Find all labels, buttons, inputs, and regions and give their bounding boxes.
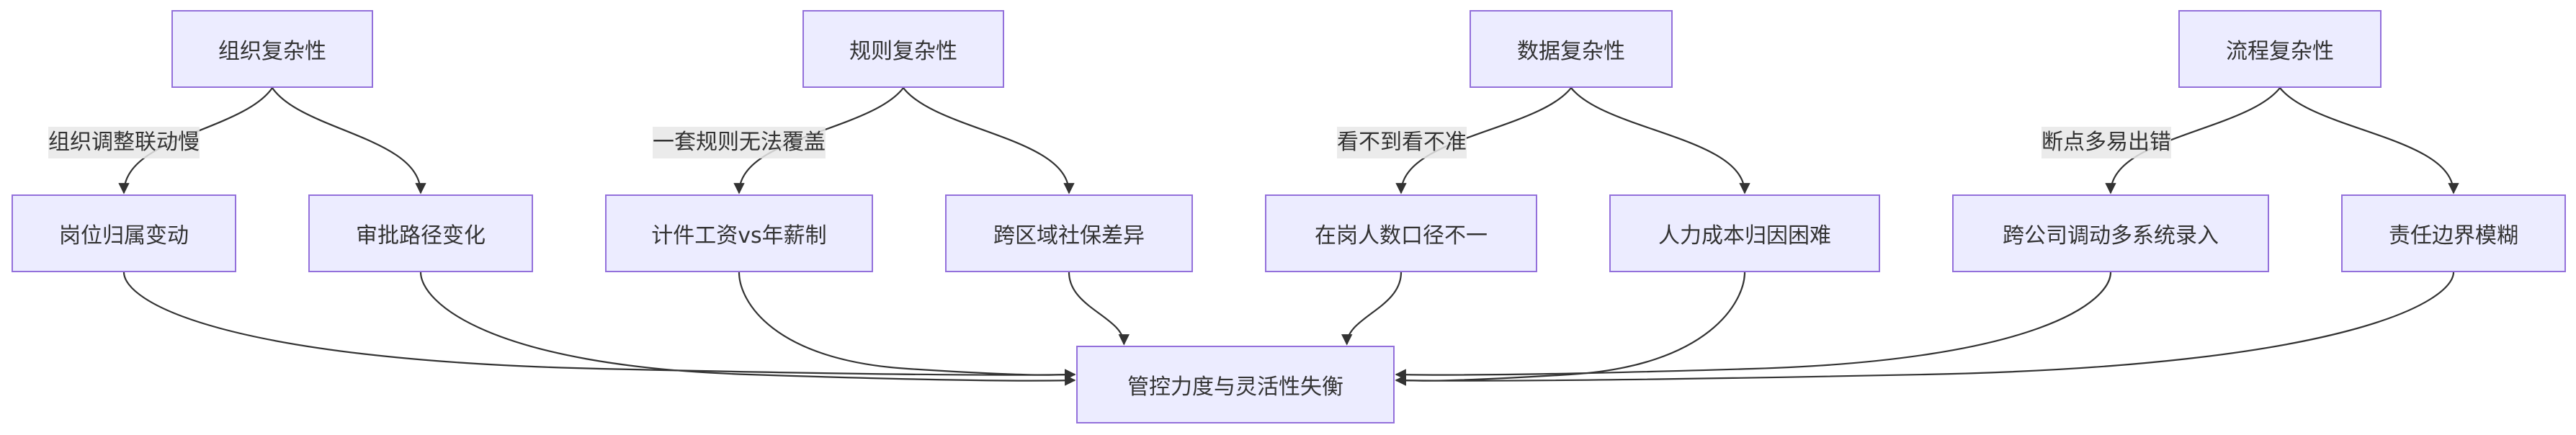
edge-data_a-to-result [1341, 272, 1403, 346]
node-control-flexibility-imbalance[interactable]: 管控力度与灵活性失衡 [1076, 346, 1395, 423]
edge-org_b-to-result [419, 272, 1076, 386]
node-flow-complexity[interactable]: 流程复杂性 [2178, 10, 2382, 88]
edge-flow-to-flow_b [2279, 87, 2459, 194]
node-data-complexity[interactable]: 数据复杂性 [1470, 10, 1673, 88]
node-position-change[interactable]: 岗位归属变动 [12, 194, 236, 272]
node-cross-company-transfer[interactable]: 跨公司调动多系统录入 [1952, 194, 2269, 272]
node-regional-social-security[interactable]: 跨区域社保差异 [945, 194, 1193, 272]
node-piecework-vs-salary[interactable]: 计件工资vs年薪制 [605, 194, 873, 272]
edge-label-org: 组织调整联动慢 [48, 127, 200, 158]
edge-data-to-data_a [1395, 87, 1572, 194]
node-org-complexity[interactable]: 组织复杂性 [171, 10, 373, 88]
edge-data-to-data_b [1570, 87, 1750, 194]
node-headcount-caliber[interactable]: 在岗人数口径不一 [1265, 194, 1537, 272]
edge-flow-to-flow_a [2105, 87, 2281, 194]
edge-flow_a-to-result [1395, 272, 2112, 380]
edge-rule-to-rule_b [903, 87, 1075, 194]
node-responsibility-boundary[interactable]: 责任边界模糊 [2341, 194, 2566, 272]
edge-label-rule: 一套规则无法覆盖 [653, 127, 826, 158]
node-approval-path-change[interactable]: 审批路径变化 [308, 194, 533, 272]
edge-org_a-to-result [122, 272, 1076, 380]
edge-flow_b-to-result [1395, 272, 2455, 386]
edge-org-to-org_b [272, 87, 426, 194]
edge-rule_a-to-result [738, 272, 1076, 380]
edge-data_b-to-result [1395, 272, 1746, 386]
edge-rule_b-to-result [1068, 272, 1130, 346]
node-labor-cost-attribution[interactable]: 人力成本归因困难 [1609, 194, 1880, 272]
edge-label-data: 看不到看不准 [1337, 127, 1467, 158]
node-rule-complexity[interactable]: 规则复杂性 [802, 10, 1004, 88]
edge-label-flow: 断点多易出错 [2041, 127, 2171, 158]
